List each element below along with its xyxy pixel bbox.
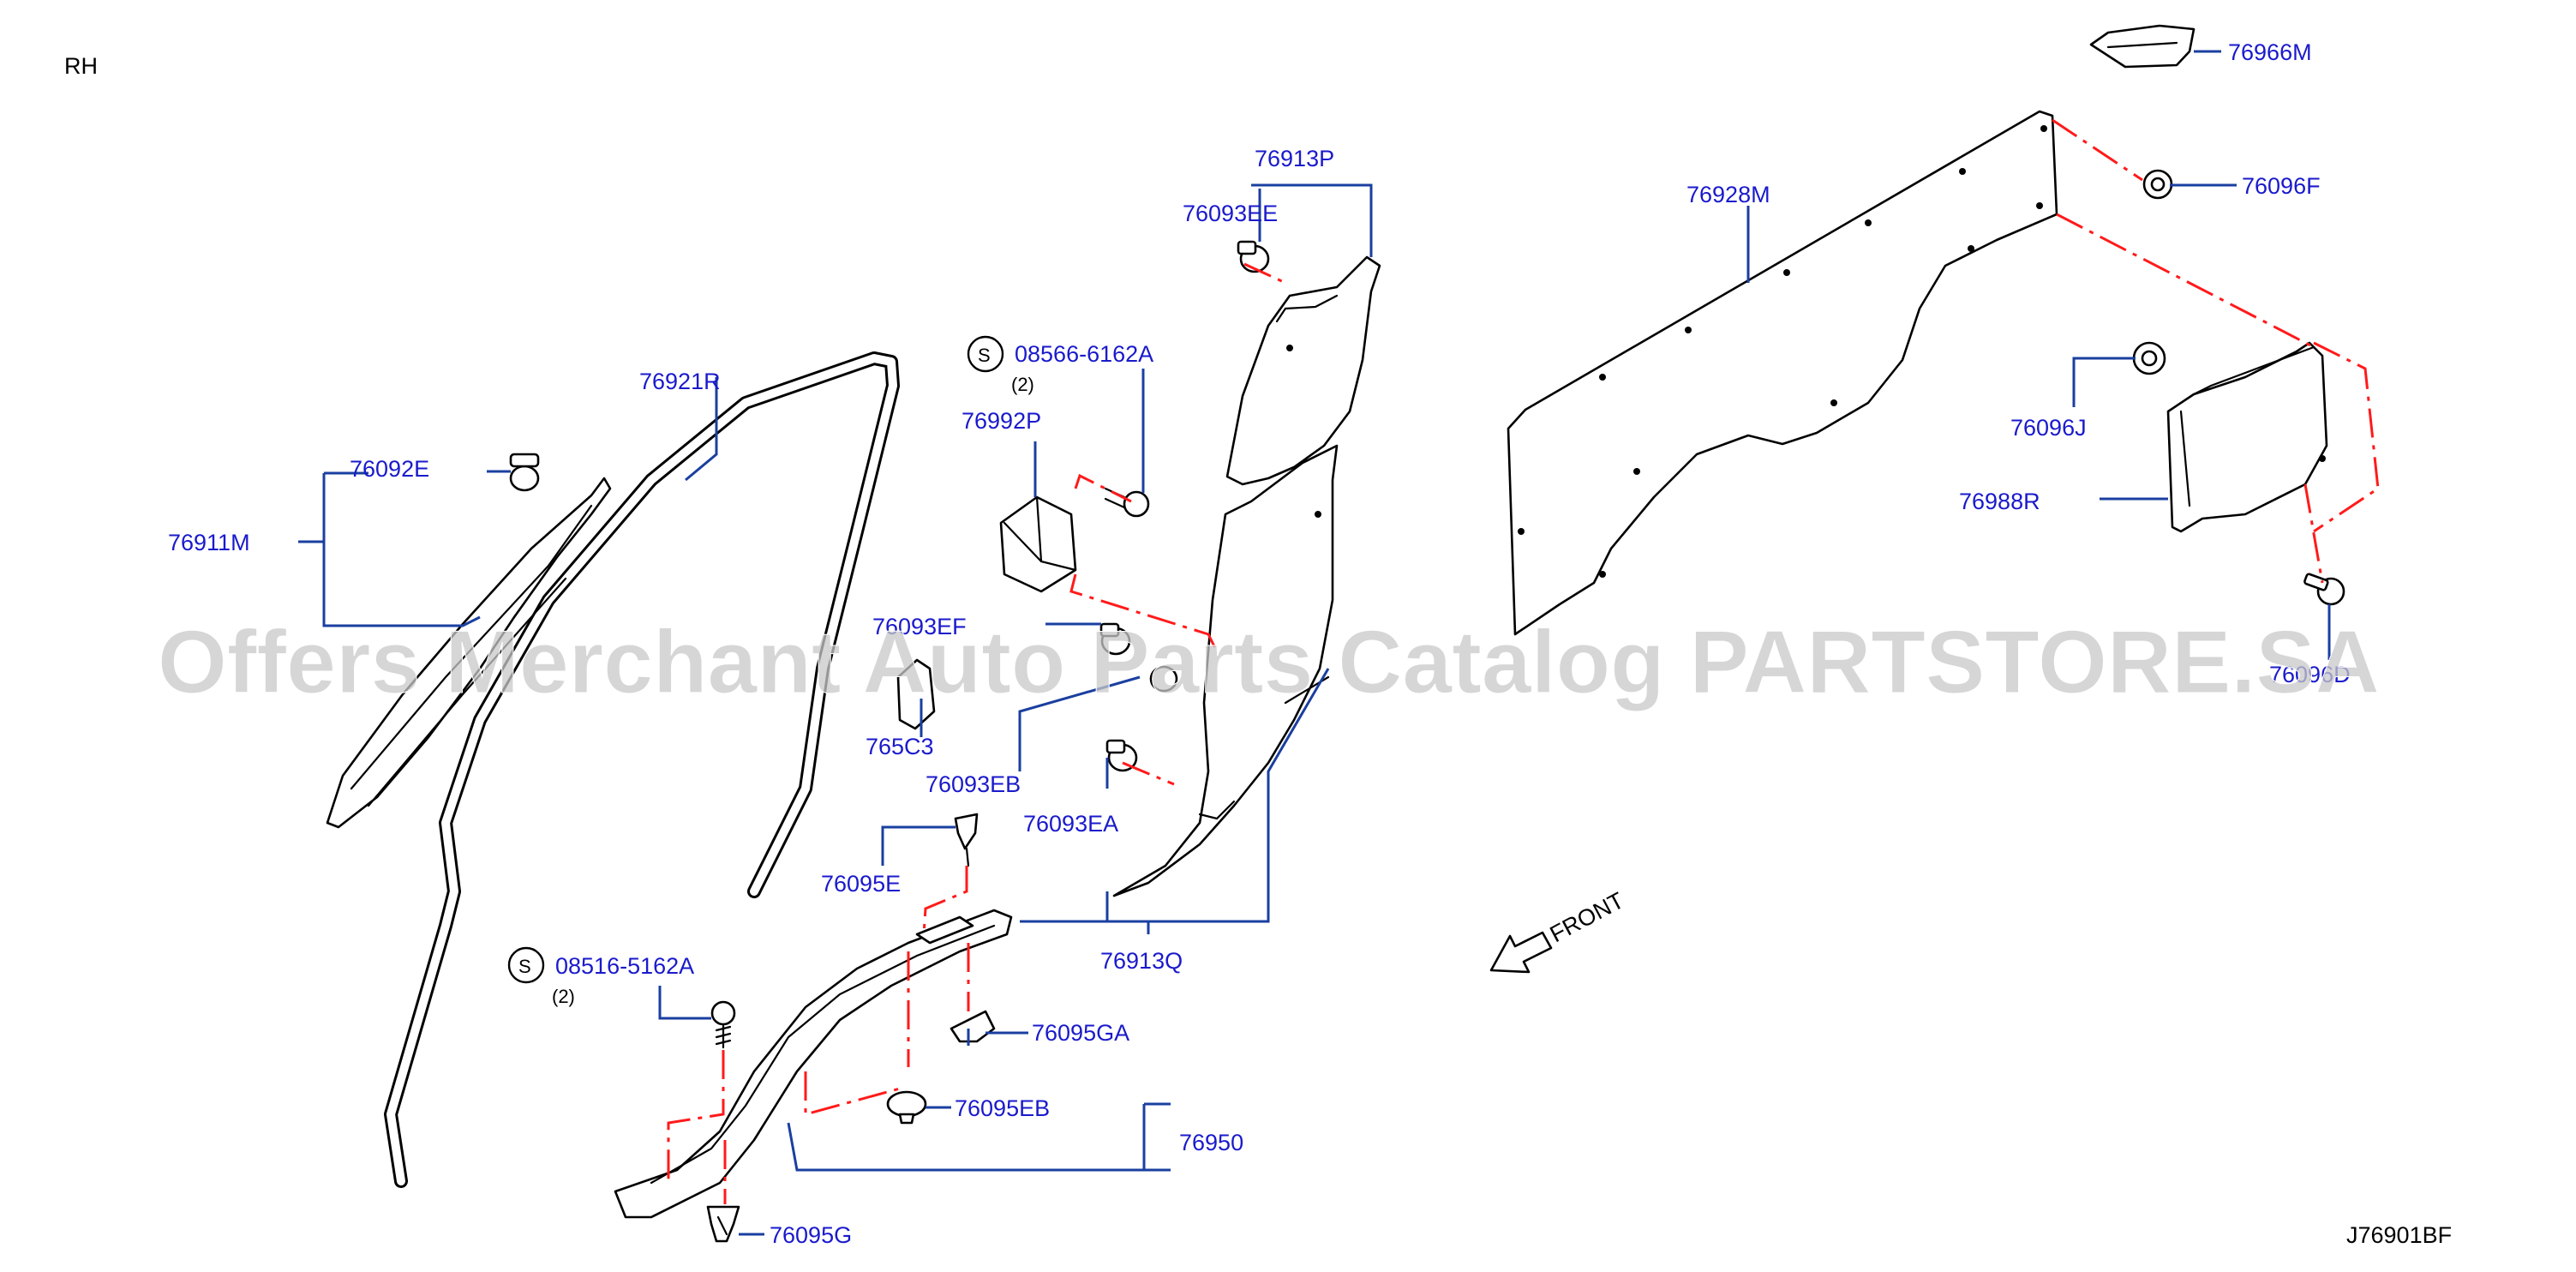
clip-76095G[interactable] [706, 1205, 740, 1243]
clip-76093EA[interactable] [1105, 739, 1138, 772]
clip-76966M[interactable] [2089, 24, 2196, 69]
leader-lines [298, 50, 2331, 1236]
label-76950[interactable]: 76950 [1179, 1130, 1243, 1155]
clip-76096D[interactable] [2303, 573, 2345, 606]
screw-08516-5162A[interactable] [710, 1000, 736, 1049]
qty-08516-5162A: (2) [552, 986, 575, 1007]
sill-trim-76950[interactable] [614, 909, 1013, 1219]
screw-symbol-2 [507, 946, 545, 984]
label-76092E[interactable]: 76092E [350, 456, 429, 482]
label-765C3[interactable]: 765C3 [866, 734, 934, 759]
clip-76095EB[interactable] [886, 1090, 927, 1125]
clip-76095E[interactable] [954, 813, 979, 867]
panel-holes [1518, 125, 2047, 578]
clip-76096J[interactable] [2132, 341, 2166, 375]
pillar-trim-76911M[interactable] [326, 477, 612, 829]
label-76096F[interactable]: 76096F [2242, 173, 2321, 199]
label-76093EA[interactable]: 76093EA [1023, 811, 1118, 837]
screw-symbol [967, 335, 1004, 373]
label-76913P[interactable]: 76913P [1255, 146, 1334, 171]
bracket-76992P[interactable] [999, 495, 1077, 593]
pillar-trim-76913Q[interactable] [1112, 444, 1339, 897]
clip-76096F[interactable] [2142, 169, 2173, 200]
screw-08566-6162A[interactable] [1104, 487, 1150, 518]
label-76992P[interactable]: 76992P [962, 408, 1041, 434]
label-76966M[interactable]: 76966M [2228, 39, 2312, 65]
label-76095GA[interactable]: 76095GA [1032, 1020, 1129, 1046]
label-76928M[interactable]: 76928M [1686, 182, 1770, 207]
clip-76093EF[interactable] [1099, 622, 1131, 656]
front-label: FRONT [1546, 887, 1628, 947]
label-76921R[interactable]: 76921R [639, 369, 721, 394]
label-76095G[interactable]: 76095G [770, 1222, 852, 1248]
label-76913Q[interactable]: 76913Q [1100, 948, 1183, 974]
label-76096D[interactable]: 76096D [2269, 662, 2351, 687]
side-label: RH [64, 53, 98, 79]
clip-76095GA[interactable] [950, 1010, 996, 1043]
part-labels: 76966M 76096F 76928M 76096J 76988R 76096… [168, 39, 2351, 1248]
pillar-trim-76913P[interactable] [1225, 255, 1381, 486]
label-08516-5162A[interactable]: 08516-5162A [555, 953, 694, 979]
label-76095E[interactable]: 76095E [821, 871, 901, 897]
front-direction-arrow: FRONT [1489, 887, 1628, 974]
label-76093EE[interactable]: 76093EE [1183, 201, 1278, 226]
screw-symbol-letter: S [978, 345, 991, 366]
label-08566-6162A[interactable]: 08566-6162A [1015, 341, 1153, 367]
qty-08566-6162A: (2) [1011, 374, 1034, 395]
clip-76093EB[interactable] [1149, 665, 1178, 693]
label-76911M[interactable]: 76911M [168, 530, 250, 555]
label-76093EB[interactable]: 76093EB [926, 771, 1021, 797]
screw-symbol-letter-2: S [518, 956, 531, 977]
weatherstrip-76921R[interactable] [384, 351, 900, 1188]
side-panel-76928M[interactable] [1507, 110, 2058, 636]
assembly-lines [667, 118, 2380, 1204]
watermark: Offers Merchant Auto Parts Catalog PARTS… [158, 613, 2380, 712]
label-76096J[interactable]: 76096J [2010, 415, 2087, 441]
clip-765C3[interactable] [896, 658, 936, 730]
label-76988R[interactable]: 76988R [1959, 489, 2040, 514]
clip-76092E[interactable] [509, 453, 540, 492]
diagram-code: J76901BF [2346, 1222, 2452, 1248]
rear-cover-76988R[interactable] [2166, 341, 2328, 533]
label-76093EF[interactable]: 76093EF [872, 614, 967, 639]
label-76095EB[interactable]: 76095EB [955, 1095, 1050, 1121]
